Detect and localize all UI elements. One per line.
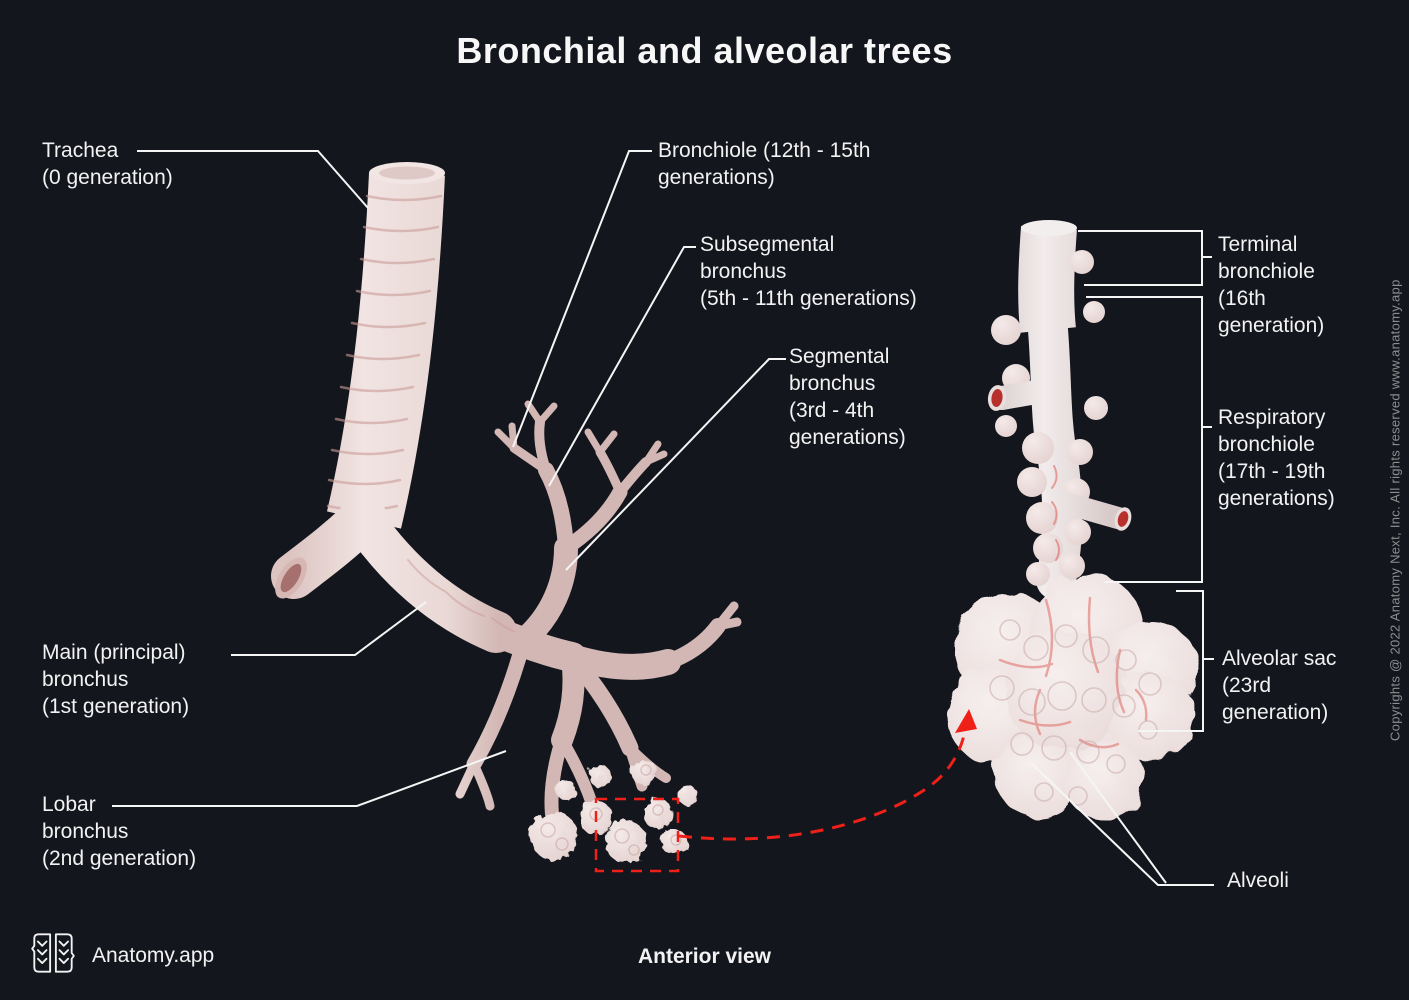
subsegmental-leader-line — [548, 246, 696, 487]
brain-icon — [30, 930, 76, 981]
label-terminal-bronchiole: Terminal bronchiole (16th generation) — [1218, 233, 1325, 337]
brand-name: Anatomy.app — [92, 943, 215, 967]
label-trachea: Trachea (0 generation) — [42, 139, 173, 189]
segmental-leader-line — [565, 358, 786, 571]
terminal-bronchiole-bracket — [1078, 230, 1212, 286]
leader-lines — [112, 150, 1214, 886]
brand-logo: Anatomy.app — [30, 930, 214, 981]
label-main-bronchus: Main (principal) bronchus (1st generatio… — [42, 641, 190, 718]
alveolar-tree-model — [948, 220, 1198, 820]
label-segmental-bronchus: Segmental bronchus (3rd - 4th generation… — [789, 345, 906, 449]
bronchial-tree-model — [271, 162, 742, 863]
magnification-annotation — [594, 709, 977, 873]
label-alveoli: Alveoli — [1227, 869, 1289, 892]
label-alveolar-sac: Alveolar sac (23rd generation) — [1222, 647, 1337, 724]
label-respiratory-bronchiole: Respiratory bronchiole (17th - 19th gene… — [1218, 406, 1335, 510]
label-bronchiole: Bronchiole (12th - 15th generations) — [658, 139, 871, 189]
trachea-leader-line — [137, 150, 369, 209]
red-dashed-box — [594, 797, 680, 873]
bronchiole-leader-line — [512, 150, 652, 448]
page-title: Bronchial and alveolar trees — [456, 30, 953, 71]
alveolar-sac-bracket — [1138, 590, 1214, 732]
main-bronchus-leader-line — [231, 601, 427, 656]
respiratory-bronchiole-bracket — [1086, 296, 1212, 583]
copyright-text: Copyrights @ 2022 Anatomy Next, Inc. All… — [1387, 279, 1403, 741]
alveoli-leader-lines — [1030, 751, 1214, 886]
lobar-bronchus-leader-line — [112, 750, 507, 807]
label-lobar-bronchus: Lobar bronchus (2nd generation) — [42, 793, 197, 870]
view-label: Anterior view — [637, 945, 772, 968]
red-dashed-arrow — [678, 717, 969, 841]
red-arrowhead-icon — [955, 709, 977, 733]
label-subsegmental-bronchus: Subsegmental bronchus (5th - 11th genera… — [700, 233, 917, 310]
